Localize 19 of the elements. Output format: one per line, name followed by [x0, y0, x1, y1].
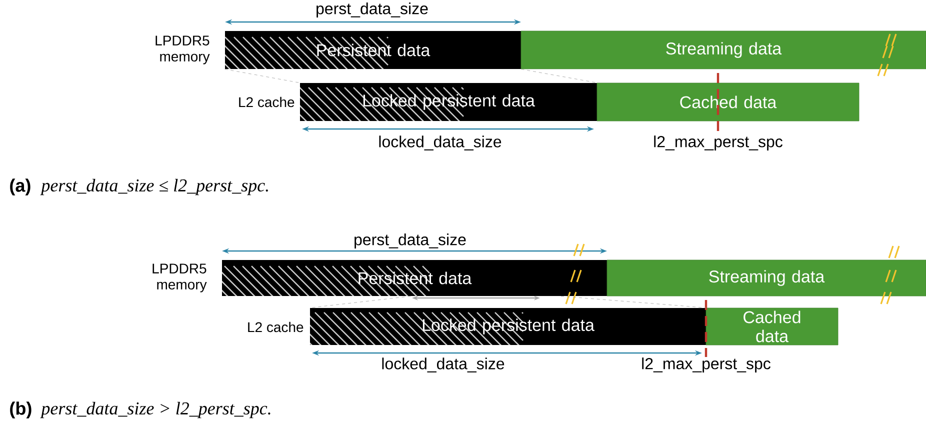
- caption-label: (b): [10, 402, 32, 418]
- data-block: Cached data: [596, 82, 860, 122]
- side-label: LPDDR5 memory: [156, 36, 210, 64]
- connector-line: [310, 296, 411, 308]
- data-block: Streaming data: [520, 30, 926, 70]
- side-label: LPDDR5 memory: [152, 264, 207, 292]
- data-block: Streaming data: [606, 260, 926, 296]
- dimension-label: l2_max_perst_spc: [642, 358, 770, 372]
- caption-label: (a): [10, 178, 30, 196]
- caption-formula: perst_data_size > l2_perst_spc.: [40, 402, 270, 418]
- side-label: L2 cache: [239, 96, 294, 108]
- connector-line: [560, 296, 706, 308]
- caption-formula: perst_data_size ≤ l2_perst_spc.: [40, 178, 268, 196]
- dimension-label: locked_data_size: [379, 136, 502, 150]
- connector-line: [224, 69, 300, 83]
- data-block: Cached data: [706, 308, 838, 346]
- dimension-label: l2_max_perst_spc: [654, 136, 782, 150]
- connector-line: [521, 69, 598, 83]
- side-label: L2 cache: [248, 322, 304, 332]
